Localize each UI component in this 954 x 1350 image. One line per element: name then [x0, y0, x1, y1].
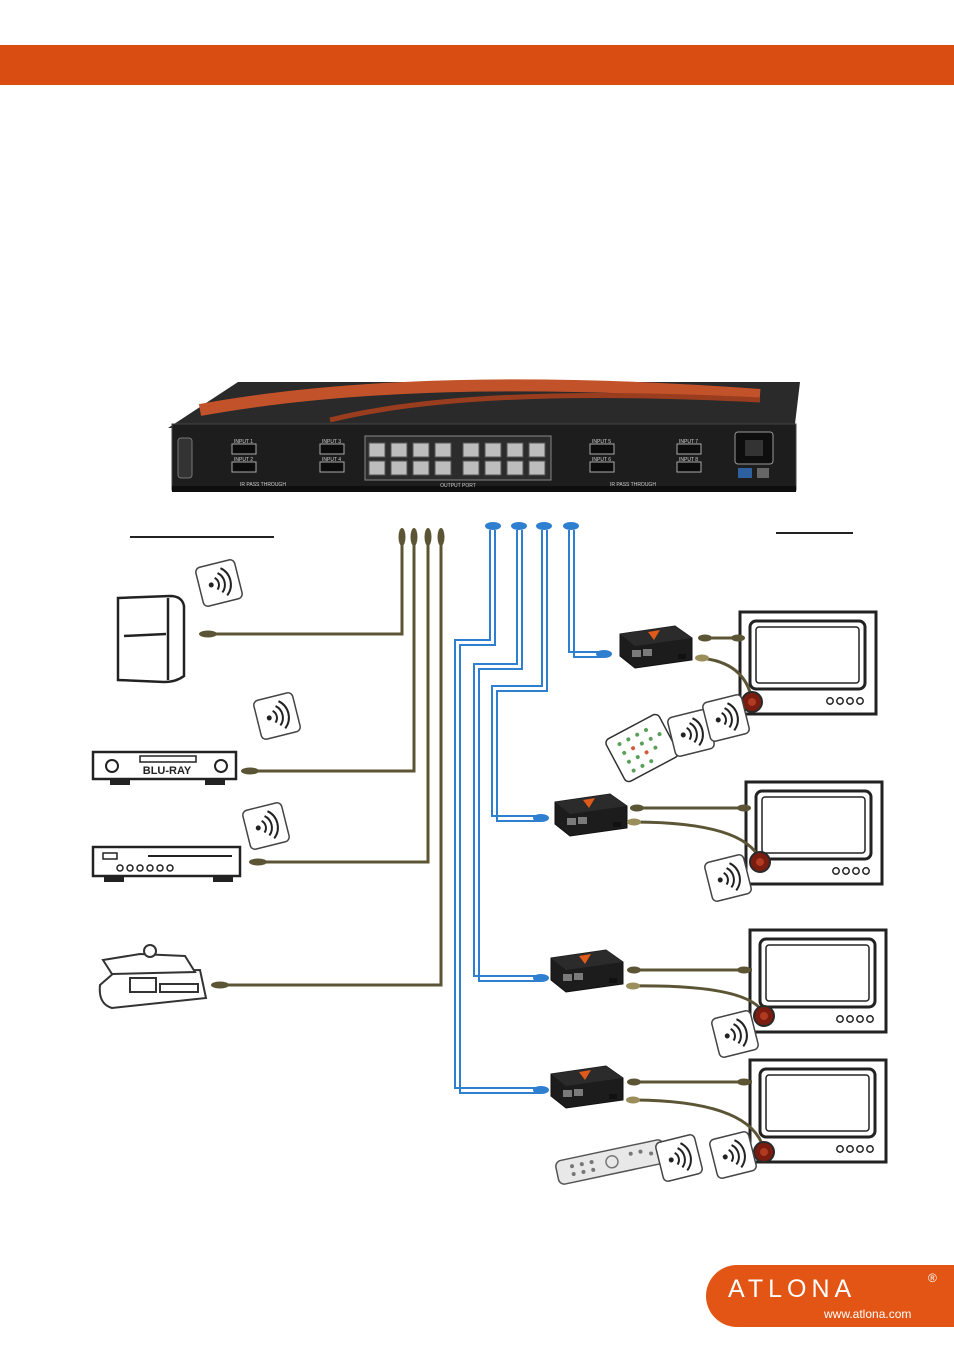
hdmi-input-port — [319, 461, 345, 473]
rj45-output-port — [368, 460, 386, 476]
hdmi-input-port — [231, 461, 257, 473]
input-port-label: INPUT 3 — [322, 439, 341, 445]
input-port-label: INPUT 2 — [234, 457, 253, 463]
matrix-switcher — [168, 379, 800, 492]
rj45-output-port — [412, 460, 430, 476]
cat5-output-cables — [454, 530, 602, 1094]
hdmi-input-ports: INPUT 1 INPUT 2 INPUT 3 INPUT 4 INPUT 5 INPUT… — [231, 439, 702, 488]
dvd-recorder-icon — [91, 845, 242, 882]
display-unit-1 — [605, 610, 878, 783]
logo-registered-mark: ® — [928, 1271, 937, 1285]
display-unit-2 — [554, 780, 884, 904]
rj45-output-port — [528, 460, 546, 476]
blu-ray-player-icon: BLU-RAY — [91, 750, 238, 785]
atlona-logo: ATLONA ® www.atlona.com — [706, 1265, 954, 1327]
rj45-output-port — [484, 460, 502, 476]
output-port-grid: OUTPUT PORT — [368, 442, 546, 489]
camcorder-icon — [98, 944, 208, 1010]
rj45-output-port — [390, 442, 408, 458]
header-bar — [0, 45, 954, 85]
output-port-label: OUTPUT PORT — [440, 483, 476, 489]
input-port-label: INPUT 1 — [234, 439, 253, 445]
rj45-output-port — [390, 460, 408, 476]
hdmi-input-port — [589, 461, 615, 473]
display-unit-3 — [550, 928, 888, 1060]
ir-pass-through-label: IR PASS THROUGH — [240, 482, 286, 488]
game-console-icon — [116, 594, 186, 684]
rj45-output-port — [434, 460, 452, 476]
logo-url: www.atlona.com — [824, 1307, 912, 1321]
input-port-label: INPUT 5 — [592, 439, 611, 445]
ir-pass-through-label: IR PASS THROUGH — [610, 482, 656, 488]
rj45-output-port — [506, 442, 524, 458]
rj45-output-port — [368, 442, 386, 458]
rj45-output-port — [434, 442, 452, 458]
hdmi-input-cables — [208, 544, 443, 987]
input-port-label: INPUT 8 — [679, 457, 698, 463]
rj45-output-port — [462, 442, 480, 458]
display-unit-4 — [550, 1058, 888, 1185]
rj45-output-port — [412, 442, 430, 458]
rj45-output-port — [506, 460, 524, 476]
remote-control-icon — [605, 713, 679, 783]
hdmi-input-port — [231, 443, 257, 455]
blu-ray-label: BLU-RAY — [143, 765, 192, 777]
hdmi-input-port — [676, 461, 702, 473]
input-port-label: INPUT 7 — [679, 439, 698, 445]
logo-brand-text: ATLONA — [728, 1275, 857, 1303]
rj45-output-port — [484, 442, 502, 458]
hdmi-input-port — [589, 443, 615, 455]
input-port-label: INPUT 4 — [322, 457, 341, 463]
rj45-output-port — [528, 442, 546, 458]
input-port-label: INPUT 6 — [592, 457, 611, 463]
rj45-output-port — [462, 460, 480, 476]
hdmi-input-port — [676, 443, 702, 455]
hdmi-input-port — [319, 443, 345, 455]
